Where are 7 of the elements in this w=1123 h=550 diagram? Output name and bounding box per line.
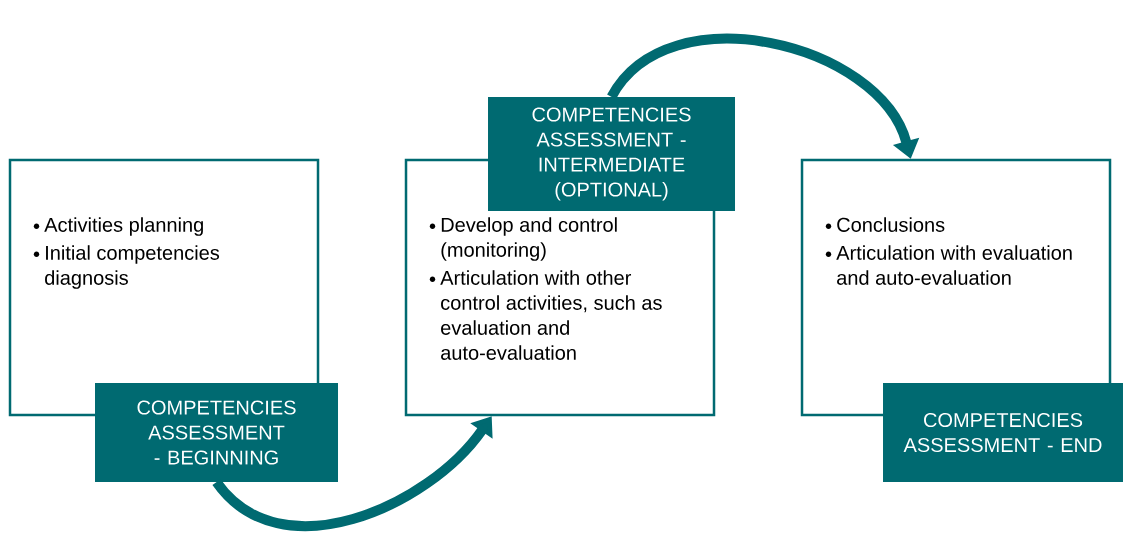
stage-label: COMPETENCIES ASSESSMENT - BEGINNING (95, 383, 338, 482)
bullet-list: Develop and control (monitoring) Articulation with other control activities, such as evaluation and auto-evaluation (429, 217, 662, 360)
bullet-list: Conclusions Articulation with evaluation and auto-evaluation (825, 217, 1072, 285)
stage-label: COMPETENCIES ASSESSMENT - INTERMEDIATE (OPTIONAL) (488, 97, 735, 211)
bullet-list-box (8, 158, 320, 417)
stage-label: COMPETENCIES ASSESSMENT - END (883, 383, 1123, 482)
bullet-list: Activities planning Initial competencies diagnosis (33, 217, 220, 289)
